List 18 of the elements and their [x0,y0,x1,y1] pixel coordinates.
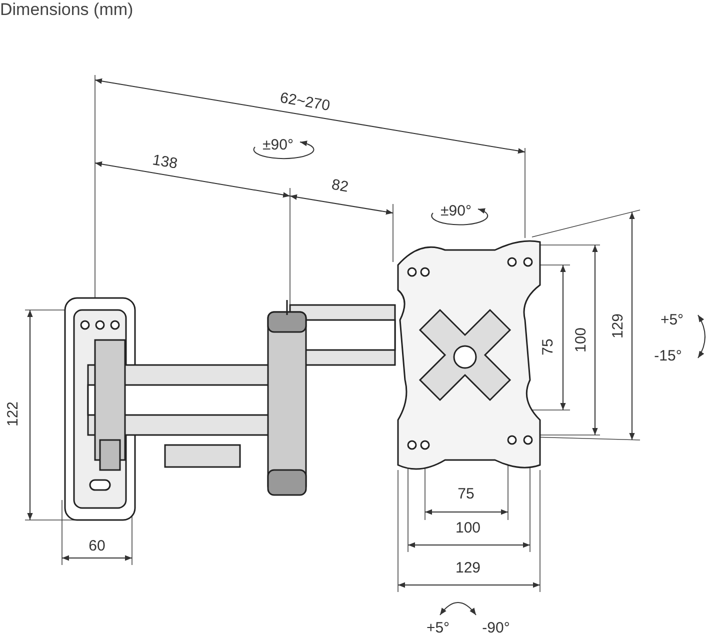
dimension-label: 60 [88,538,106,554]
angle-label: ±90° [262,138,294,152]
dimension-label: 129 [610,313,626,339]
angle-label: -90° [482,620,510,636]
dimension-label: 129 [455,560,481,576]
angle-label: -15° [654,348,682,364]
dimension-label: 100 [455,520,481,536]
dimension-label: 75 [458,486,474,502]
dimension-label: 122 [6,401,20,427]
angle-label: ±90° [440,204,472,218]
angle-label: +5° [426,620,450,636]
diagram-title: Dimensions (mm) [0,0,134,20]
dimension-label: 82 [330,177,350,195]
dimension-label: 75 [540,338,556,356]
dimension-label: 138 [151,152,179,172]
dimension-label: 100 [574,327,588,353]
dimension-label: 62~270 [278,90,332,114]
angle-label: +5° [660,312,684,328]
